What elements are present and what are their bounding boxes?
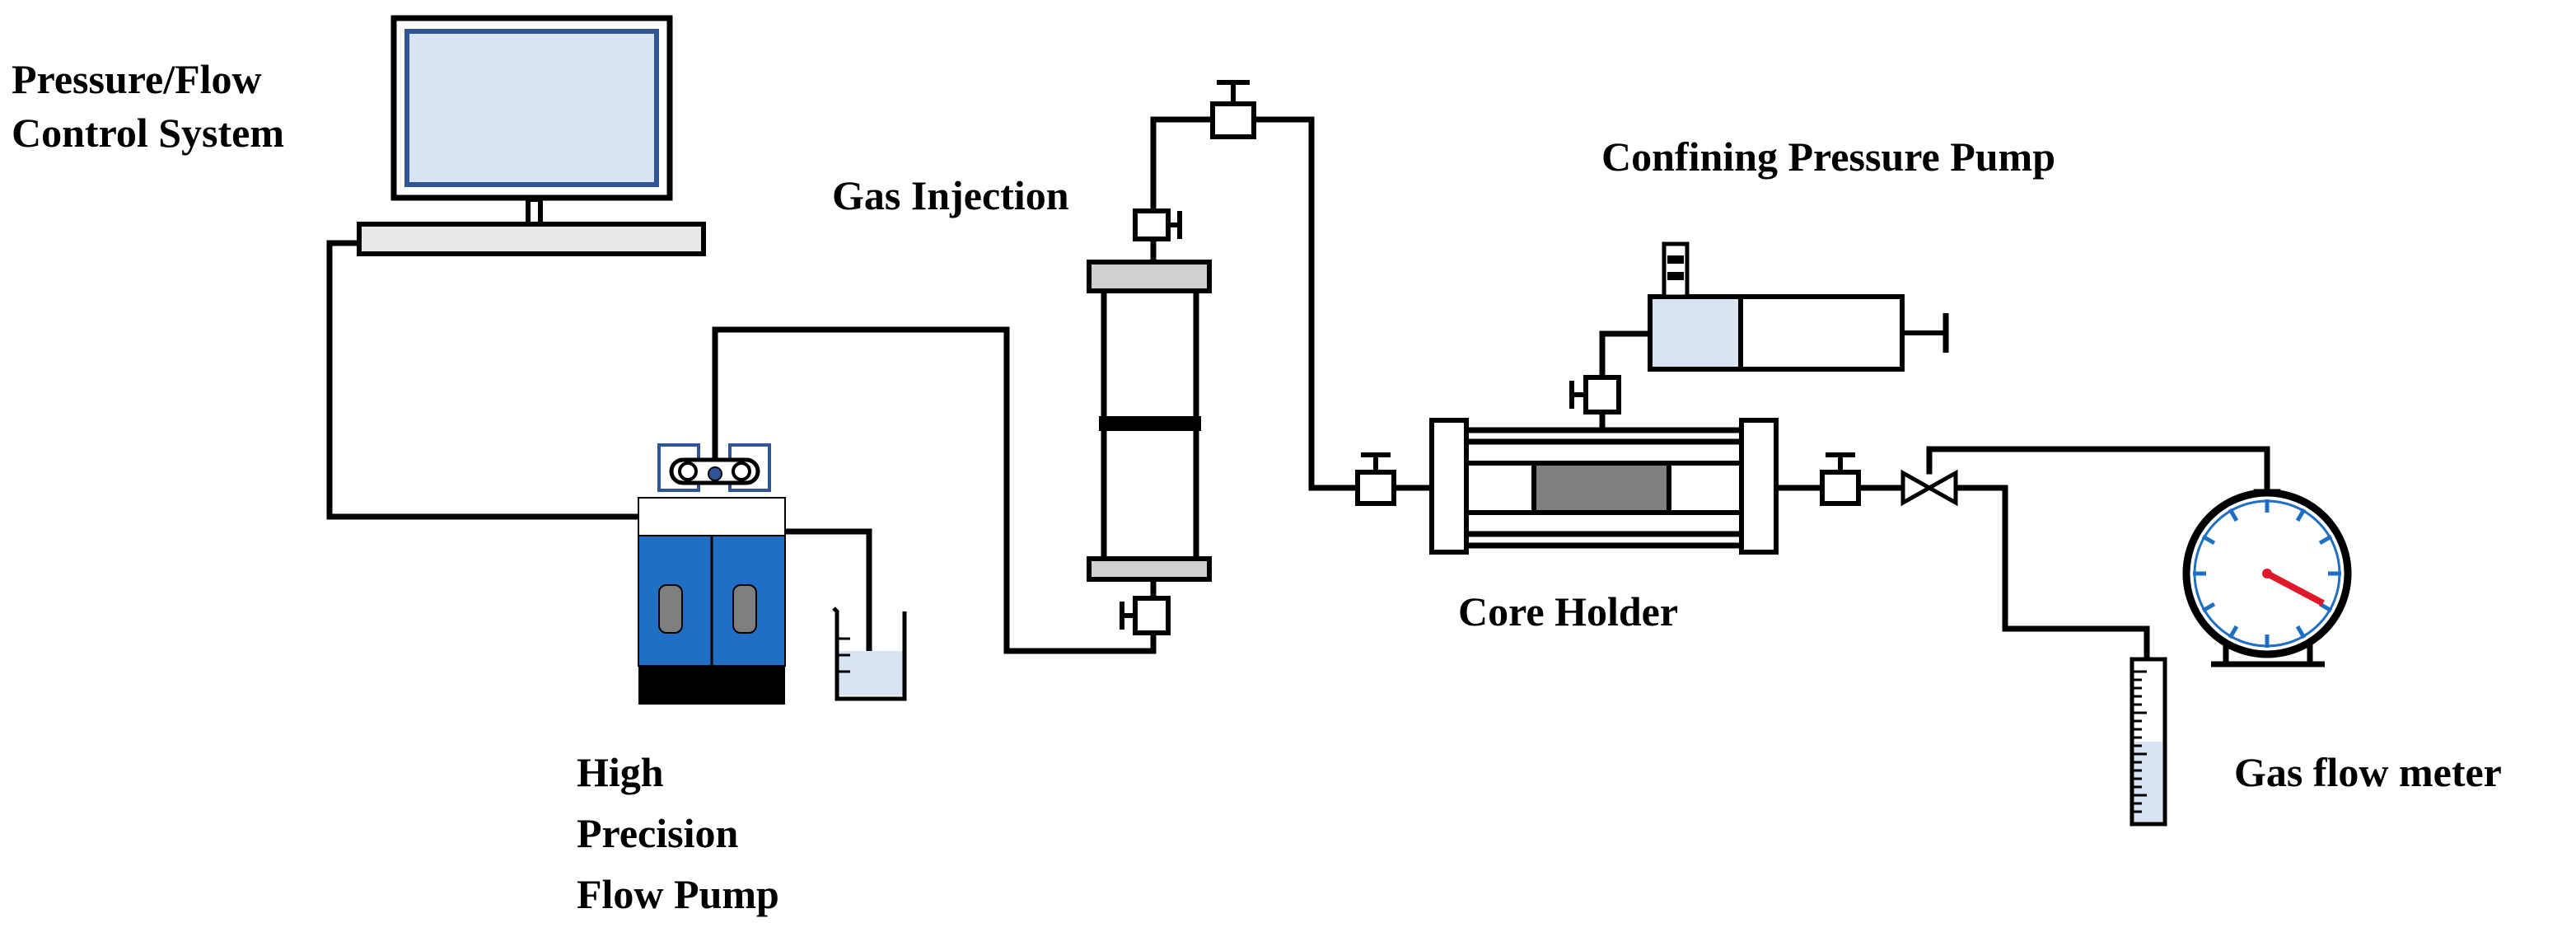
core-holder-label: Core Holder [1458, 588, 1679, 635]
valve-icon [1820, 452, 1861, 506]
meter-line [1926, 446, 2270, 496]
gauge-tick [2228, 508, 2239, 522]
pump-outlet-line [712, 326, 1157, 654]
valve-icon [1355, 452, 1396, 506]
injection-line [1150, 116, 1361, 491]
computer-monitor-icon [390, 15, 673, 227]
core-holder-icon [1429, 418, 1779, 555]
valve-icon [1133, 208, 1182, 262]
gauge-tick [2318, 534, 2333, 546]
valve-icon [1120, 596, 1171, 635]
flow-pump-label: High Precision Flow Pump [577, 742, 779, 925]
gauge-tick [2295, 625, 2307, 639]
syringe-pump-icon [1648, 241, 1949, 372]
confining-pump-label: Confining Pressure Pump [1601, 133, 2056, 180]
beaker-icon [832, 607, 907, 701]
gas-injection-label: Gas Injection [832, 172, 1069, 218]
flow-pump-label-line1: High [577, 749, 664, 795]
pressure-gauge-icon [2182, 489, 2352, 667]
control-system-label: Pressure/Flow Control System [12, 53, 284, 160]
valve-icon [1210, 80, 1256, 139]
gas-cylinder-icon [1087, 260, 1212, 598]
valve-icon [1569, 375, 1621, 414]
control-system-label-line2: Control System [12, 110, 285, 156]
flow-pump-label-line2: Precision [577, 810, 739, 856]
gauge-tick [2201, 534, 2216, 546]
gauge-tick [2201, 602, 2216, 613]
control-system-label-line1: Pressure/Flow [12, 56, 262, 102]
confining-line [1599, 330, 1653, 381]
flow-pump-icon [638, 443, 786, 705]
needle-valve-icon [1900, 469, 1958, 507]
flow-pump-label-line3: Flow Pump [577, 871, 779, 917]
gauge-tick [2295, 508, 2307, 522]
gauge-tick [2228, 625, 2239, 639]
gas-flow-meter-label: Gas flow meter [2234, 749, 2502, 795]
collector-line [1943, 485, 2150, 663]
keyboard-icon [357, 222, 706, 256]
graduated-cylinder-icon [2130, 657, 2167, 827]
